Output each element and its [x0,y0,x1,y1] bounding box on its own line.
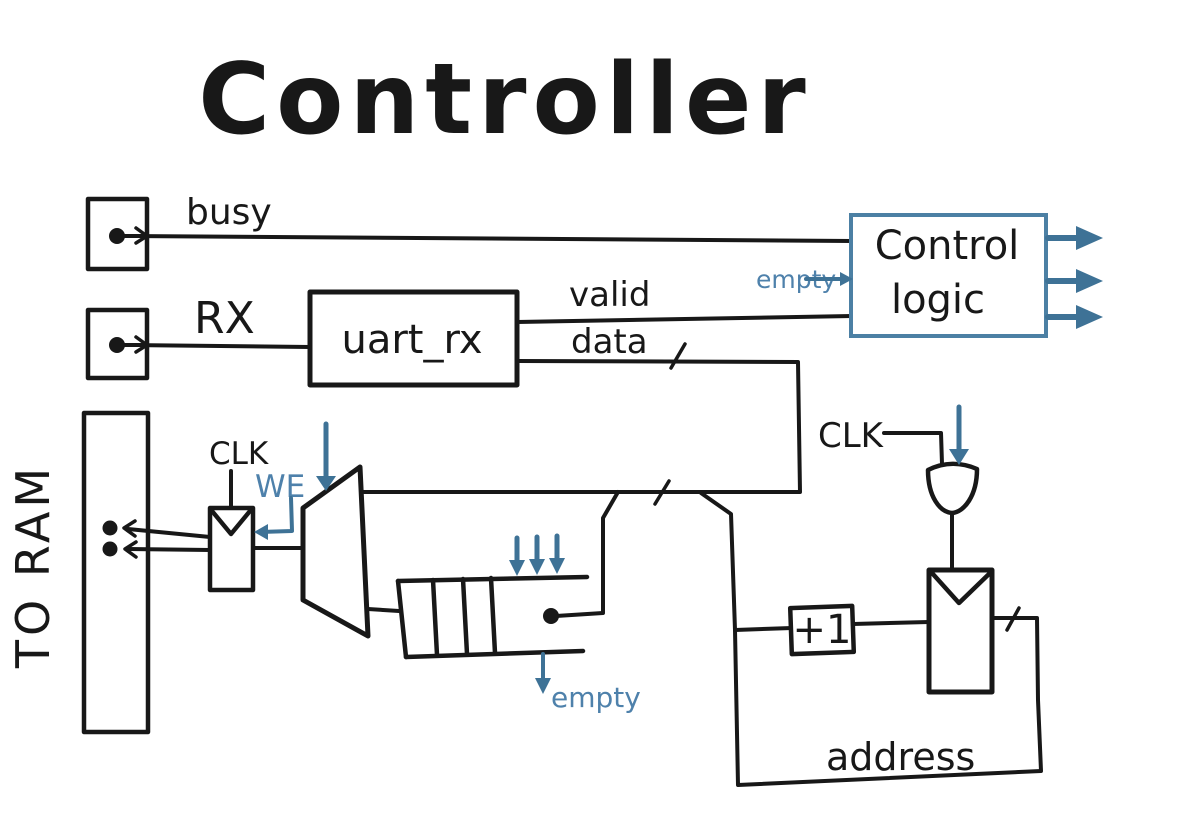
ram-write-wire-2 [126,547,212,552]
data-bus-wire [360,359,802,494]
ram-port-dot-1 [102,520,118,536]
address-clk-label: CLK [818,416,885,456]
increment-input-wire [733,626,794,632]
data-bus-tick [669,342,687,370]
control-output-arrowhead-3-icon [1076,305,1103,329]
fifo-output-riser-wire [554,490,620,618]
address-register-block: CLK address [818,404,995,779]
uart-rx-block: uart_rx valid data [307,275,650,388]
control-logic-block: Control logic empty [756,213,1103,338]
write-register-block: CLK WE [207,436,305,593]
mux-select-arrowhead-icon [316,476,336,491]
control-output-arrowhead-2-icon [1076,269,1103,293]
incrementer-label: +1 [793,607,852,653]
busy-pad: busy [85,192,272,272]
control-logic-label-line1: Control [875,223,1020,269]
increment-output-wire [851,620,931,626]
wires [123,234,1043,787]
ram-box [81,410,151,735]
fifo-empty-arrowhead-icon [535,678,551,694]
fifo-divider-3 [488,575,498,656]
ram-arrowhead-2-icon [123,540,138,559]
clock-gate [925,461,980,516]
ram-write-wire-1 [126,527,212,539]
data-label: data [571,322,648,362]
empty-input-arrowhead-icon [840,272,853,286]
fifo-push-arrowhead-1-icon [509,560,525,576]
write-register-clk-chevron-icon [209,508,253,537]
page-title: Controller [198,43,812,157]
incrementer-block: +1 [787,603,857,657]
address-clk-wire [882,431,944,466]
control-logic-box [849,213,1048,338]
mux-trapezoid [300,464,371,639]
address-label: address [826,735,975,779]
valid-wire [515,314,854,324]
address-feedback-wire [699,491,1043,787]
busy-label: busy [186,192,272,233]
fifo-empty-label: empty [551,681,641,714]
to-ram-label: TO RAM [6,464,60,669]
fifo-push-arrowhead-2-icon [529,559,545,575]
fifo-divider-1 [430,577,440,658]
rx-wire [123,343,312,349]
rx-arrowhead-icon [134,335,149,354]
fifo-push-arrows [509,533,565,576]
address-register-box [926,567,995,695]
ram-arrowhead-1-icon [122,519,137,538]
mux-block [300,421,371,639]
fifo-left-edge [395,578,409,660]
uart-rx-box [307,289,520,388]
address-bus-tick [1005,606,1021,632]
control-output-arrowhead-1-icon [1076,226,1103,250]
we-arrow-wire [258,496,294,534]
uart-rx-label: uart_rx [341,317,482,363]
rx-label: RX [194,293,255,344]
write-register-box [207,505,256,593]
incrementer-box [787,603,857,657]
fifo-block: empty [395,533,641,714]
mux-bus-tick [653,479,671,506]
write-clk-label: CLK [209,436,269,472]
valid-label: valid [569,275,650,315]
bus-width-ticks [653,342,1021,632]
ram-block: TO RAM [6,410,151,735]
fifo-divider-2 [460,576,470,657]
control-output-arrows [1045,226,1103,329]
mux-fifo-input-wire [366,607,401,613]
busy-arrowhead-icon [134,226,149,245]
we-label: WE [255,469,305,505]
fifo-output-dot [543,608,559,624]
we-arrowhead-icon [254,524,268,540]
busy-wire [123,234,854,243]
rx-pad: RX [85,293,255,381]
ram-port-dot-2 [102,541,118,557]
gate-enable-arrowhead-icon [949,449,969,465]
control-logic-label-line2: logic [891,277,985,323]
fifo-push-arrowhead-3-icon [549,558,565,574]
address-register-clk-chevron-icon [929,570,992,606]
